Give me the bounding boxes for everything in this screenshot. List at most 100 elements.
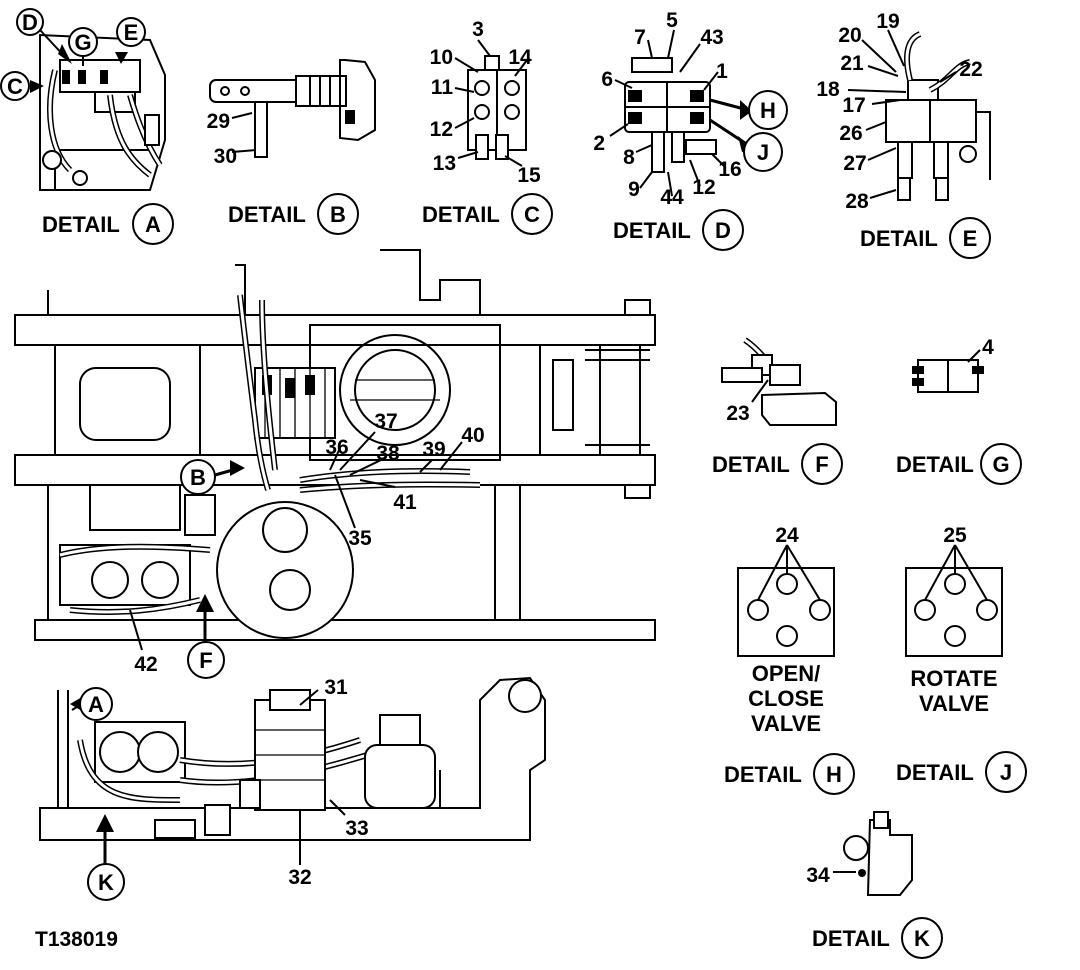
svg-text:DETAIL: DETAIL [896,452,974,477]
detail-e-callout-flag: E [115,17,146,64]
svg-text:1: 1 [716,60,728,83]
svg-text:15: 15 [517,164,541,187]
svg-text:12: 12 [430,118,453,141]
svg-text:C: C [524,202,540,227]
detail-a-drawing [39,33,166,191]
svg-text:19: 19 [876,10,899,33]
svg-text:4: 4 [982,336,994,359]
svg-text:K: K [98,870,114,895]
svg-text:E: E [124,20,139,45]
svg-text:7: 7 [634,26,646,49]
svg-text:CLOSE: CLOSE [748,686,824,711]
svg-text:24: 24 [775,524,799,547]
detail-d-title: DETAIL D [613,209,744,251]
svg-text:H: H [760,98,776,123]
svg-text:DETAIL: DETAIL [228,202,306,227]
svg-text:38: 38 [376,442,400,465]
svg-text:H: H [826,762,842,787]
detail-b-drawing: 29 30 [207,59,376,168]
detail-c-callout-flag: C [0,71,44,101]
svg-text:DETAIL: DETAIL [812,926,890,951]
svg-text:21: 21 [840,52,864,75]
detail-c-title: DETAIL C [422,193,553,235]
open-close-valve-drawing: 24 OPEN/ CLOSE VALVE [737,524,835,736]
lower-frame-callouts: A K 31 32 33 [70,676,369,901]
svg-text:17: 17 [842,94,865,117]
detail-j-title: DETAIL J [896,751,1027,793]
svg-text:D: D [22,10,38,35]
detail-c-drawing: 3 10 11 12 13 14 15 [430,18,541,187]
svg-text:F: F [199,648,212,673]
svg-text:37: 37 [374,410,397,433]
svg-text:OPEN/: OPEN/ [752,661,820,686]
svg-text:40: 40 [461,424,484,447]
detail-d-drawing: H J 5 7 43 6 1 2 8 9 44 12 16 [593,9,788,209]
svg-text:6: 6 [601,68,613,91]
svg-text:9: 9 [628,178,640,201]
detail-k-drawing: 34 [806,811,913,896]
svg-text:DETAIL: DETAIL [724,762,802,787]
svg-text:J: J [757,140,769,165]
svg-text:DETAIL: DETAIL [860,226,938,251]
main-frame-drawing [14,249,656,651]
svg-text:22: 22 [959,58,982,81]
svg-text:A: A [145,212,161,237]
svg-text:2: 2 [593,132,605,155]
main-frame-callouts: B F 35 36 37 38 39 40 41 42 [134,410,485,679]
detail-d-callout-flag: D [16,8,72,64]
svg-text:32: 32 [288,866,311,889]
svg-text:30: 30 [214,145,237,168]
rotate-valve-drawing: 25 ROTATE VALVE [905,524,1003,716]
svg-text:25: 25 [943,524,967,547]
svg-text:16: 16 [718,158,741,181]
svg-text:33: 33 [345,817,368,840]
svg-text:14: 14 [508,46,532,69]
svg-text:DETAIL: DETAIL [896,760,974,785]
detail-k-title: DETAIL K [812,917,943,959]
svg-text:5: 5 [666,9,678,32]
svg-text:B: B [190,465,206,490]
svg-text:C: C [7,74,23,99]
detail-b-title: DETAIL B [228,193,359,235]
svg-text:DETAIL: DETAIL [42,212,120,237]
svg-text:34: 34 [806,864,830,887]
svg-text:D: D [715,218,731,243]
svg-text:3: 3 [472,18,484,41]
svg-text:35: 35 [348,527,372,550]
svg-text:DETAIL: DETAIL [712,452,790,477]
svg-text:ROTATE: ROTATE [910,666,997,691]
svg-text:31: 31 [324,676,348,699]
detail-h-title: DETAIL H [724,753,855,795]
svg-text:10: 10 [430,46,453,69]
detail-g-drawing: 4 [912,336,994,393]
svg-text:VALVE: VALVE [919,691,989,716]
detail-a-title: DETAIL A [42,203,174,245]
svg-text:13: 13 [433,152,456,175]
svg-text:39: 39 [422,438,445,461]
figure-code: T138019 [35,928,118,951]
detail-g-title: DETAIL G [896,443,1022,485]
svg-text:E: E [963,226,978,251]
svg-text:G: G [992,452,1009,477]
svg-text:DETAIL: DETAIL [422,202,500,227]
svg-text:18: 18 [816,78,840,101]
svg-text:11: 11 [431,76,454,99]
detail-g-callout: G [68,27,98,66]
detail-f-title: DETAIL F [712,443,843,485]
svg-text:G: G [74,30,91,55]
svg-text:44: 44 [660,186,684,209]
svg-text:20: 20 [838,24,861,47]
svg-text:A: A [88,692,104,717]
svg-text:41: 41 [393,491,417,514]
svg-text:8: 8 [623,146,635,169]
svg-text:27: 27 [843,152,866,175]
svg-text:43: 43 [700,26,723,49]
svg-text:29: 29 [207,110,230,133]
svg-text:VALVE: VALVE [751,711,821,736]
svg-text:26: 26 [839,122,862,145]
svg-text:K: K [914,926,930,951]
detail-f-drawing: 23 [721,337,837,426]
svg-text:B: B [330,202,346,227]
svg-text:12: 12 [692,176,715,199]
